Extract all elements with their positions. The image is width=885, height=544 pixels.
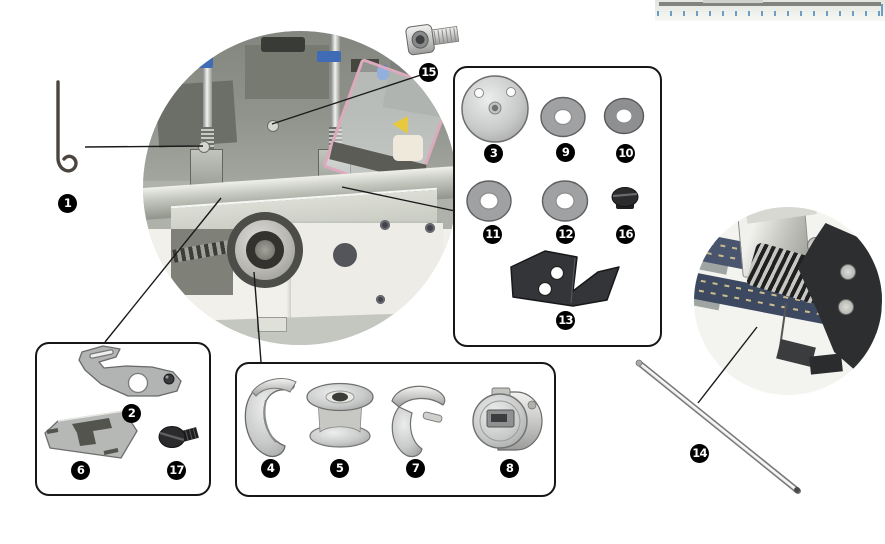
part-label-15: 15: [419, 63, 438, 82]
needle-area-photo-inset: [143, 31, 457, 345]
part-label-8: 8: [500, 459, 519, 478]
rotary-hook-core: [255, 240, 275, 260]
part-label-6: 6: [71, 461, 90, 480]
part-label-10: 10: [616, 144, 635, 163]
washers-parts-box: [453, 66, 662, 347]
pointed-screw: [267, 120, 279, 132]
panel-knob: [333, 243, 357, 267]
mini-label: [257, 317, 287, 332]
part-label-9: 9: [556, 143, 575, 162]
machinery-slot: [261, 37, 305, 52]
machinery-slot: [351, 59, 379, 72]
part-label-1: 1: [58, 194, 77, 213]
part-label-16: 16: [616, 225, 635, 244]
photo-edge-tick: [881, 4, 883, 16]
blue-connector: [317, 51, 341, 62]
panel-screw: [380, 220, 390, 230]
cream-panel: [393, 135, 423, 161]
part-label-12: 12: [556, 225, 575, 244]
needle-clamp: [190, 149, 223, 187]
needle-bar-left: [203, 31, 212, 153]
photo-edge-light-block: [703, 0, 763, 3]
part-label-11: 11: [483, 225, 502, 244]
part-label-4: 4: [261, 459, 280, 478]
part-label-7: 7: [406, 459, 425, 478]
left-dark-zone: [171, 229, 233, 295]
photo-edge-dark-line: [659, 2, 881, 6]
hex-wrench-part-1: [56, 80, 78, 173]
part-label-13: 13: [556, 311, 575, 330]
part-label-17: 17: [167, 461, 186, 480]
dark-bit: [809, 353, 843, 375]
machinery-block: [154, 80, 238, 148]
clamp-screw: [840, 264, 856, 280]
frame-clamp-photo-inset: [694, 207, 882, 395]
pointed-screw: [198, 141, 210, 153]
clamp-screw: [838, 299, 854, 315]
part-label-2: 2: [122, 404, 141, 423]
panel-screw: [425, 223, 435, 233]
panel-screw: [376, 295, 385, 304]
part-label-3: 3: [484, 144, 503, 163]
blue-connector: [189, 57, 213, 68]
part-label-5: 5: [330, 459, 349, 478]
photo-edge-blue-ticks: [657, 11, 883, 16]
cropped-photo-bottom-edge: [655, 0, 885, 21]
part-label-14: 14: [690, 444, 709, 463]
